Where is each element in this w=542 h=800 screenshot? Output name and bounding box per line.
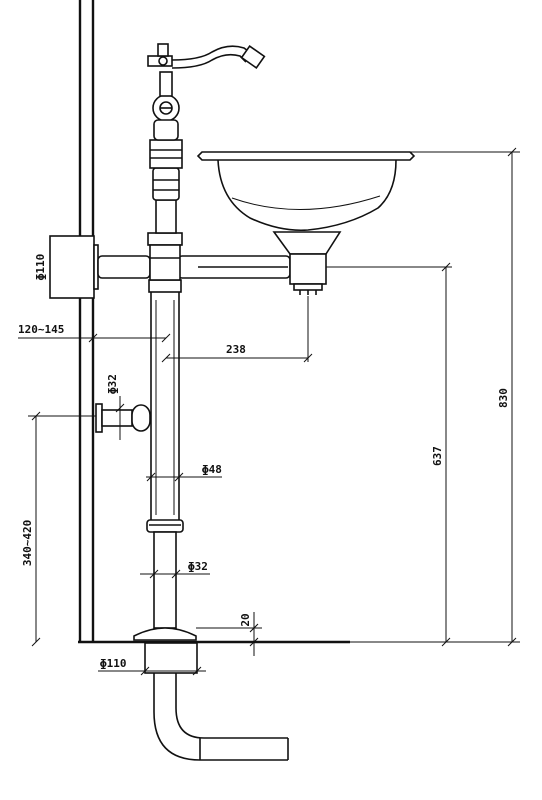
- dim-wall-flange: ɸ110: [34, 254, 47, 281]
- dim-valve-diameter: ɸ32: [106, 374, 125, 440]
- dim-valve-diameter-label: ɸ32: [106, 374, 119, 394]
- dim-outlet-height: 637: [326, 262, 452, 647]
- dim-base-height: 20: [196, 612, 262, 656]
- dim-floor-drain-label: ɸ110: [100, 657, 127, 670]
- wall: [78, 0, 95, 642]
- dim-830-label: 830: [497, 388, 510, 408]
- bowl: [196, 151, 416, 295]
- dim-wall-offset: 120~145: [18, 323, 171, 343]
- main-column: [146, 139, 184, 533]
- base-plate: [133, 627, 197, 641]
- dim-120-145-label: 120~145: [18, 323, 64, 336]
- side-valve: [95, 403, 151, 433]
- dim-637-label: 637: [431, 446, 444, 466]
- dim-bowl-offset: 238: [161, 296, 313, 363]
- dim-340-420-label: 340~420: [21, 520, 34, 566]
- wall-flange: [49, 235, 99, 299]
- supply-arm: [97, 255, 291, 279]
- dim-floor-drain: ɸ110: [98, 657, 206, 676]
- lower-pipe: [153, 531, 177, 629]
- dim-pipe-diameter-label: ɸ48: [202, 463, 222, 476]
- dim-lower-pipe-label: ɸ32: [188, 560, 208, 573]
- dim-overall-height: 830: [350, 147, 520, 647]
- drain-pipe: [144, 642, 289, 761]
- top-valve: [147, 43, 266, 141]
- dim-valve-height: 340~420: [21, 411, 96, 647]
- dim-wall-flange-label: ɸ110: [34, 254, 47, 281]
- dim-20-label: 20: [239, 613, 252, 626]
- dim-pipe-diameter: ɸ48: [146, 463, 222, 482]
- dim-238-label: 238: [226, 343, 246, 356]
- dim-lower-pipe: ɸ32: [140, 560, 210, 579]
